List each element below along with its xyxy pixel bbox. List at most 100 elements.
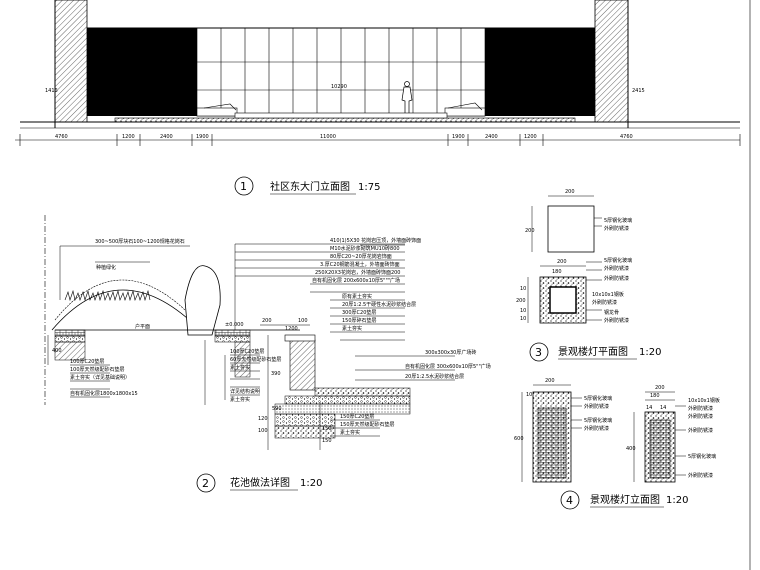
dim-label: 2400 [485,134,498,140]
note-label: 300x300x30厚广场砖 [425,349,476,356]
dim-label: 200 [516,298,526,304]
title-lamp-elevation: 4 景观楼灯立面图 1:20 [560,490,688,510]
note-label: 410(1)5X30 花岗岩压顶，外墙面砖饰面 [330,237,421,244]
dim-label: 户平面 [135,323,150,330]
note-label: 钢龙骨 [604,309,619,316]
title-scale: 1:20 [300,478,322,489]
note-label: 300~500厚块石100~1200规格花岗石 [95,238,185,245]
dim-label: 1200 [285,326,298,332]
title-elevation: 1 社区东大门立面图 1:75 [234,176,380,196]
dim-label: ±0.000 [225,322,244,328]
title-number: 1 [240,180,247,193]
elevation-center-label: 10290 [331,84,347,90]
dim-label: 200 [557,259,567,265]
dim-label: 2400 [160,134,173,140]
note-label: 种植绿化 [96,264,116,271]
note-label: 10x10x1钢板 [592,291,624,298]
note-label: 60厚天然级配砂石垫层 [230,356,281,363]
title-number: 3 [535,346,542,359]
note-label: 150厚天然级配砂石垫层 [340,421,395,428]
note-label: 150厚碎石垫层 [342,317,377,324]
planting-grass [64,289,151,302]
title-label: 社区东大门立面图 [270,180,350,193]
note-label: 80厚C20~20厚花岗岩饰面 [330,253,392,260]
note-label: 外刷防锈漆 [688,413,713,420]
left-dark-panel [87,28,197,116]
planter-leaders [59,243,455,437]
dim-label: 14 [646,405,652,411]
dim-label: 10 [526,392,532,398]
note-label: 外刷防锈漆 [688,427,713,434]
dim-label: 100 [298,318,308,324]
dim-label: 200 [525,228,535,234]
dim-label: 120 [258,416,268,422]
note-label: 原有素土夯实 [342,293,372,300]
elevation-right-label: 2415 [632,88,645,94]
right-dark-panel [485,28,595,116]
title-number: 2 [202,477,209,490]
note-label: 150厚C20垫层 [340,413,374,420]
dim-label: 400 [626,446,636,452]
right-pier [594,0,629,123]
note-label: 素土夯实 [342,325,362,332]
dim-label: 590 [272,406,282,412]
dim-label: 180 [650,393,660,399]
note-label: 100厚C20垫层 [70,358,104,365]
dim-label: 200 [262,318,272,324]
planter-wall [289,339,316,391]
dim-label: 1900 [196,134,209,140]
dim-label: 180 [552,269,562,275]
elevation-dimension-line [15,134,741,146]
dim-label: 390 [271,371,281,377]
note-label: 外刷防锈漆 [604,265,629,272]
dim-label: 1200 [524,134,537,140]
title-planter: 2 花池做法详图 1:20 [196,473,322,493]
title-label: 景观楼灯立面图 [590,493,660,506]
dim-label: 200 [565,189,575,195]
note-label: 素土夯实 [230,364,250,371]
title-lamp-plan: 3 景观楼灯平面图 1:20 [529,342,661,362]
lamp-elevation-drawing: 200 600 10 5厚钢化玻璃 外刷防锈漆 5厚钢化玻璃 外刷防锈漆 200… [514,378,720,483]
title-scale: 1:20 [666,495,688,506]
note-label: 外刷防锈漆 [592,299,617,306]
note-label: 自有机固化层1800x1800x15 [70,390,138,397]
note-label: 外刷防锈漆 [688,472,713,479]
note-label: 5厚钢化玻璃 [604,217,632,224]
elevation-left-label: 1416 [45,88,58,94]
note-label: 外刷防锈漆 [584,425,609,432]
left-pier [54,0,88,123]
dim-label: 10 [520,286,526,292]
note-label: 100厚天然级配砂石垫层 [70,366,125,373]
boulder [184,265,221,336]
dim-label: 14 [660,405,666,411]
note-label: 外刷防锈漆 [604,275,629,282]
dim-label: 10 [520,316,526,322]
person-figure [401,81,413,119]
entrance-steps [20,102,740,129]
dim-label: 4760 [620,134,633,140]
note-label: 素土夯实（详见基础说明） [70,374,130,381]
planter-detail-drawing: 户平面 ±0.000 [44,215,491,450]
note-label: 100厚C20垫层 [230,348,264,355]
note-label: 详见结构说明 [230,388,260,395]
dim-label: 200 [545,378,555,384]
dim-label: 150 [322,426,332,432]
title-scale: 1:75 [358,182,380,193]
note-label: 素土夯实 [230,396,250,403]
dim-label: 1200 [122,134,135,140]
note-label: 素土夯实 [340,429,360,436]
dim-label: 150 [322,438,332,444]
note-label: 外刷防锈漆 [604,225,629,232]
dim-label: 200 [655,385,665,391]
note-label: 自有机固化层 200x600x10厚5"""广场 [312,277,400,284]
title-label: 花池做法详图 [230,476,290,489]
note-label: M10水泥砂浆砌筑MU10砖800 [330,245,400,252]
dim-label: 400 [52,348,62,354]
note-label: 5厚钢化玻璃 [584,395,612,402]
note-label: 3.厚C20钢筋混凝土，外墙面砖饰面 [320,261,400,268]
note-label: 5厚钢化玻璃 [604,257,632,264]
title-scale: 1:20 [639,347,661,358]
dim-label: 11000 [320,134,336,140]
note-label: 250X20X3花岗岩，外墙面砖饰面200 [315,269,400,276]
